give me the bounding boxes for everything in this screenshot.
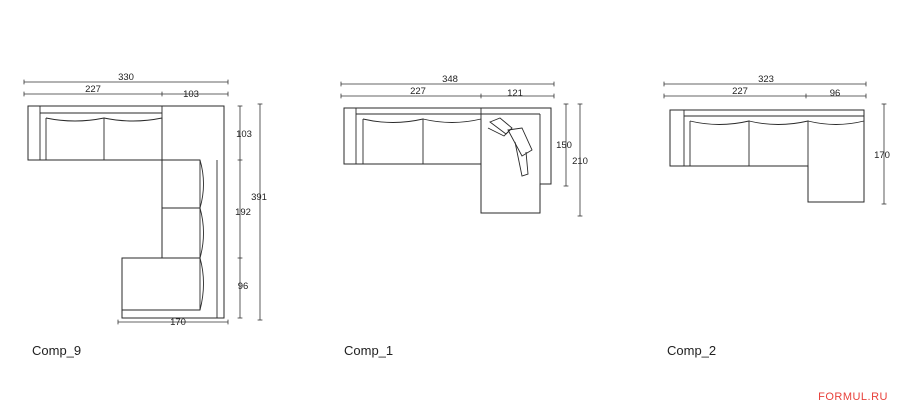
comp-2-drawing: 323 227 96 170 (663, 74, 890, 205)
comp-9-dim-vertical-parts: 103 192 96 (235, 105, 252, 319)
comp-1-dim-depth-inner: 150 (556, 103, 572, 187)
comp-9-drawing: 330 227 103 (23, 72, 267, 328)
comp-2-dim-right-width-label: 96 (830, 88, 841, 99)
comp-1-dim-depth-total: 210 (572, 103, 588, 217)
comp-1-dim-split-widths: 227 121 (340, 86, 555, 99)
comp-9-dim-right-width-label: 103 (183, 89, 199, 100)
comp-9-dim-bottom-depth-label: 96 (238, 281, 249, 292)
comp-1-sofa-outline (343, 107, 552, 214)
comp-2-dim-split-widths: 227 96 (663, 86, 867, 99)
comp-1-dim-overall-width: 348 (340, 74, 555, 87)
comp-1-dim-left-width-label: 227 (410, 86, 426, 97)
comp-2-dim-overall-width-label: 323 (758, 74, 774, 85)
comp-9-dim-overall-width-label: 330 (118, 72, 134, 83)
comp-9-sofa-outline (27, 105, 225, 319)
comp-1-dim-depth-total-label: 210 (572, 156, 588, 167)
comp-1-caption: Comp_1 (344, 343, 394, 358)
watermark: FORMUL.RU (818, 391, 888, 403)
comp-2-dim-depth-label: 170 (874, 150, 890, 161)
comp-9-dim-overall-width: 330 (23, 72, 229, 85)
comp-2-dim-overall-width: 323 (663, 74, 867, 87)
comp-9-dim-total-depth: 391 (251, 103, 267, 321)
comp-9-dim-bottom-width-label: 170 (170, 317, 186, 328)
comp-9-dim-top-depth-label: 103 (236, 129, 252, 140)
comp-2-sofa-outline (669, 109, 865, 203)
comp-2-dim-depth: 170 (874, 103, 890, 205)
comp-9-dim-middle-depth-label: 192 (235, 207, 251, 218)
comp-9-dim-bottom-width: 170 (117, 317, 229, 328)
comp-9-caption: Comp_9 (32, 343, 82, 358)
comp-1-drawing: 348 227 121 150 (340, 74, 588, 217)
comp-1-dim-depth-inner-label: 150 (556, 140, 572, 151)
comp-9-dim-split-widths: 227 103 (23, 84, 229, 100)
comp-9-dim-left-width-label: 227 (85, 84, 101, 95)
comp-1-dim-right-width-label: 121 (507, 88, 523, 99)
comp-1-dim-overall-width-label: 348 (442, 74, 458, 85)
comp-2-dim-left-width-label: 227 (732, 86, 748, 97)
comp-2-caption: Comp_2 (667, 343, 717, 358)
comp-9-dim-total-depth-label: 391 (251, 192, 267, 203)
